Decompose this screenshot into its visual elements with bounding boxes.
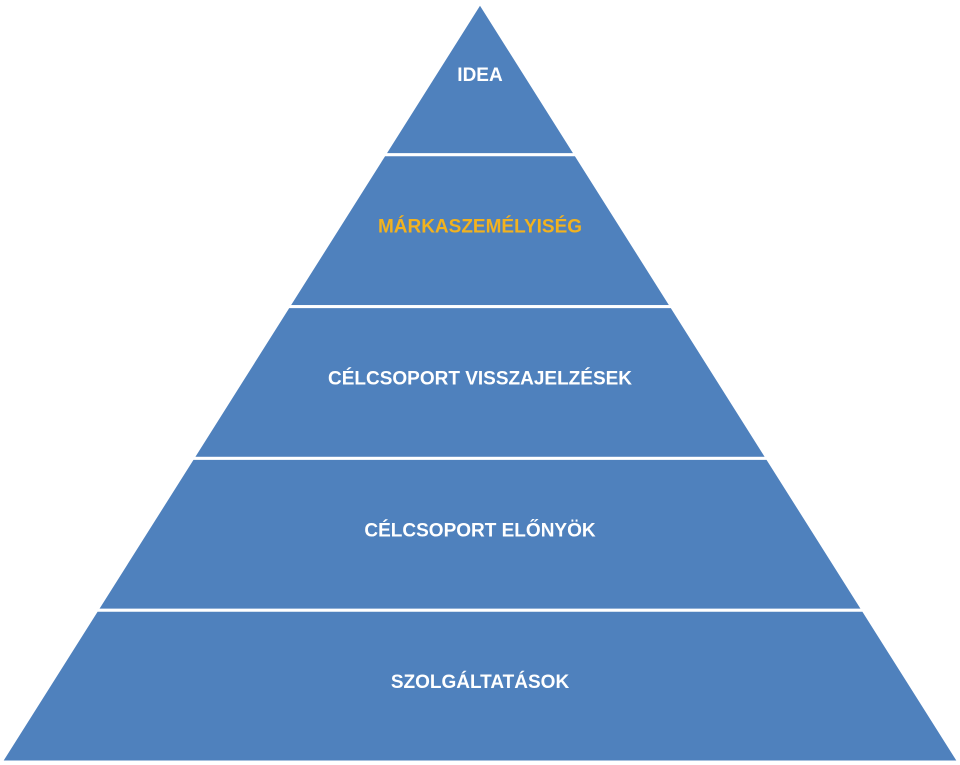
pyramid-tier-3-label: CÉLCSOPORT VISSZAJELZÉSEK [328,367,632,389]
pyramid-tier-1-label: IDEA [457,65,503,86]
pyramid-labels: IDEA MÁRKASZEMÉLYISÉG CÉLCSOPORT VISSZAJEL… [328,65,632,693]
pyramid-tier-4-label: CÉLCSOPORT ELŐNYÖK [364,519,595,541]
pyramid-tier-5-label: SZOLGÁLTATÁSOK [391,671,570,693]
pyramid-tier-2-label: MÁRKASZEMÉLYISÉG [378,216,582,238]
pyramid-tier-5 [0,608,960,764]
